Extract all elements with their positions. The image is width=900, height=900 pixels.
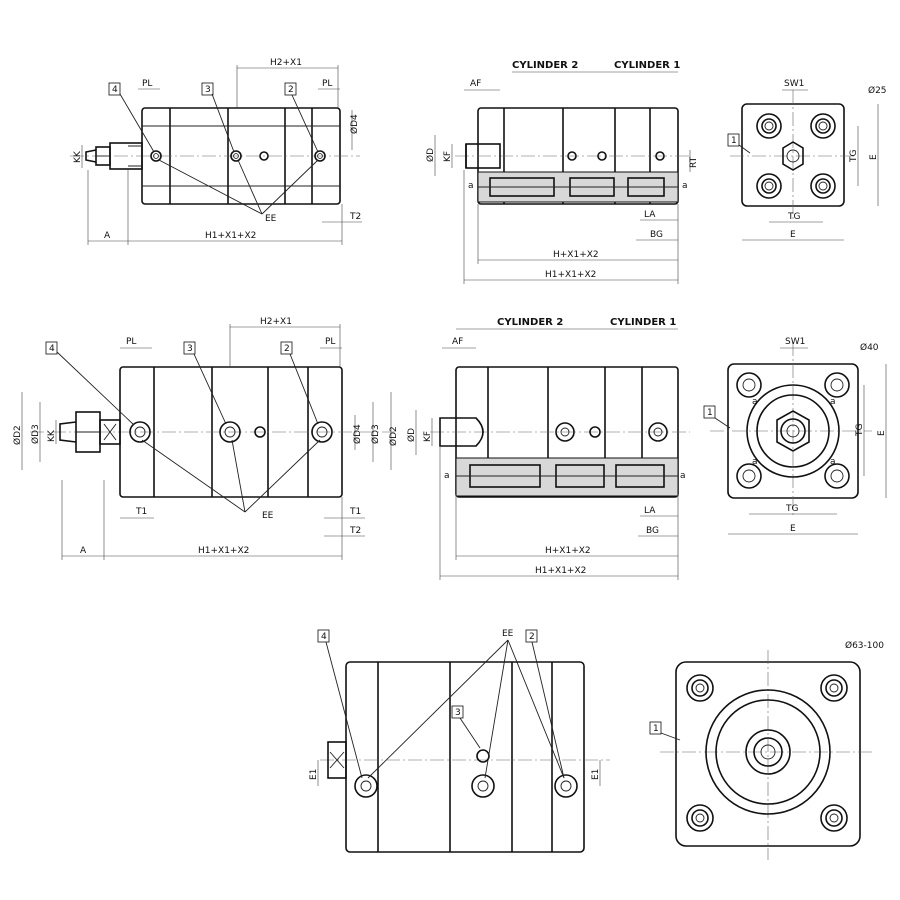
svg-text:T1: T1 — [135, 507, 147, 517]
svg-text:AF: AF — [470, 79, 481, 89]
svg-text:4: 4 — [112, 85, 118, 95]
svg-text:H2+X1: H2+X1 — [270, 58, 302, 68]
svg-text:H1+X1+X2: H1+X1+X2 — [545, 270, 596, 280]
svg-text:E1: E1 — [309, 769, 319, 780]
svg-text:LA: LA — [644, 210, 656, 220]
svg-text:ØD4: ØD4 — [352, 424, 363, 444]
r1-port-3 — [230, 150, 242, 162]
svg-text:PL: PL — [325, 337, 335, 347]
svg-text:ØD: ØD — [406, 428, 417, 442]
svg-text:ØD: ØD — [425, 148, 436, 162]
svg-text:TG: TG — [849, 150, 859, 163]
svg-text:EE: EE — [265, 214, 277, 224]
svg-text:KF: KF — [423, 431, 433, 442]
svg-text:ØD2: ØD2 — [12, 425, 23, 445]
svg-text:LA: LA — [644, 506, 656, 516]
svg-text:ØD3: ØD3 — [370, 424, 381, 444]
svg-text:E: E — [869, 154, 879, 160]
svg-text:T2: T2 — [349, 526, 361, 536]
r3-end-view: Ø63-100 1 — [649, 640, 884, 860]
svg-text:A: A — [80, 546, 87, 556]
svg-text:Ø40: Ø40 — [860, 342, 879, 353]
svg-text:EE: EE — [262, 511, 274, 521]
svg-text:BG: BG — [646, 526, 659, 536]
svg-text:ØD3: ØD3 — [30, 424, 41, 444]
svg-text:a: a — [752, 397, 758, 407]
svg-text:E: E — [877, 430, 887, 436]
svg-text:T2: T2 — [349, 212, 361, 222]
svg-text:CYLINDER 2: CYLINDER 2 — [512, 60, 578, 71]
svg-text:PL: PL — [126, 337, 136, 347]
svg-text:ØD4: ØD4 — [349, 114, 360, 134]
svg-text:a: a — [468, 181, 474, 191]
svg-text:KK: KK — [47, 429, 57, 442]
r2-side-view: H2+X1 PL PL ØD2 ØD3 KK ØD4 ØD3 ØD2 T1 T1… — [12, 317, 399, 560]
svg-text:ØD2: ØD2 — [388, 426, 399, 446]
r1-side-view: H2+X1 PL PL ØD4 KK A H1+X1+X2 T2 EE 4 3 … — [70, 58, 362, 245]
svg-text:PL: PL — [142, 79, 152, 89]
svg-text:AF: AF — [452, 337, 463, 347]
svg-text:a: a — [680, 471, 686, 481]
svg-text:2: 2 — [529, 632, 535, 642]
svg-text:SW1: SW1 — [785, 337, 805, 347]
svg-text:T1: T1 — [349, 507, 361, 517]
svg-text:a: a — [682, 181, 688, 191]
r2-end-view: a a a a Ø40 SW1 TG E TG E 1 — [703, 337, 887, 535]
svg-text:2: 2 — [284, 344, 290, 354]
svg-text:1: 1 — [707, 408, 713, 418]
svg-text:1: 1 — [653, 724, 659, 734]
svg-text:E: E — [790, 524, 796, 534]
svg-text:3: 3 — [455, 708, 461, 718]
svg-text:CYLINDER 2: CYLINDER 2 — [497, 317, 563, 328]
svg-text:H1+X1+X2: H1+X1+X2 — [205, 231, 256, 241]
svg-text:3: 3 — [205, 85, 211, 95]
svg-text:SW1: SW1 — [784, 79, 804, 89]
svg-text:4: 4 — [49, 344, 55, 354]
r3-side-view: E1 E1 EE 4 3 2 — [309, 629, 610, 853]
svg-text:RT: RT — [689, 156, 699, 168]
r1-port-2 — [314, 150, 326, 162]
svg-text:A: A — [104, 231, 111, 241]
svg-text:H1+X1+X2: H1+X1+X2 — [535, 566, 586, 576]
svg-text:BG: BG — [650, 230, 663, 240]
svg-text:H+X1+X2: H+X1+X2 — [553, 250, 599, 260]
svg-text:H1+X1+X2: H1+X1+X2 — [198, 546, 249, 556]
svg-text:TG: TG — [855, 424, 865, 437]
r1-section-view: CYLINDER 2 CYLINDER 1 AF ØD KF RT a a LA… — [425, 60, 699, 284]
svg-text:KF: KF — [443, 151, 453, 162]
svg-text:TG: TG — [787, 212, 800, 222]
svg-text:a: a — [444, 471, 450, 481]
svg-text:H+X1+X2: H+X1+X2 — [545, 546, 591, 556]
svg-text:PL: PL — [322, 79, 332, 89]
r1-end-view: Ø25 SW1 TG E TG E 1 — [727, 79, 887, 241]
r2-section-view: CYLINDER 2 CYLINDER 1 AF ØD KF a a LA BG… — [406, 317, 690, 580]
svg-text:a: a — [830, 457, 836, 467]
svg-text:H2+X1: H2+X1 — [260, 317, 292, 327]
svg-text:EE: EE — [502, 629, 514, 639]
svg-text:Ø25: Ø25 — [868, 85, 887, 96]
svg-text:a: a — [752, 457, 758, 467]
r1-port-4 — [150, 150, 162, 162]
svg-text:CYLINDER 1: CYLINDER 1 — [614, 60, 680, 71]
svg-text:E1: E1 — [591, 769, 601, 780]
svg-text:KK: KK — [73, 150, 83, 163]
svg-text:TG: TG — [785, 504, 798, 514]
svg-text:a: a — [830, 397, 836, 407]
svg-text:1: 1 — [731, 136, 737, 146]
svg-text:3: 3 — [187, 344, 193, 354]
svg-text:2: 2 — [288, 85, 294, 95]
svg-text:CYLINDER 1: CYLINDER 1 — [610, 317, 676, 328]
svg-text:4: 4 — [321, 632, 327, 642]
svg-text:E: E — [790, 230, 796, 240]
svg-text:Ø63-100: Ø63-100 — [845, 640, 884, 651]
